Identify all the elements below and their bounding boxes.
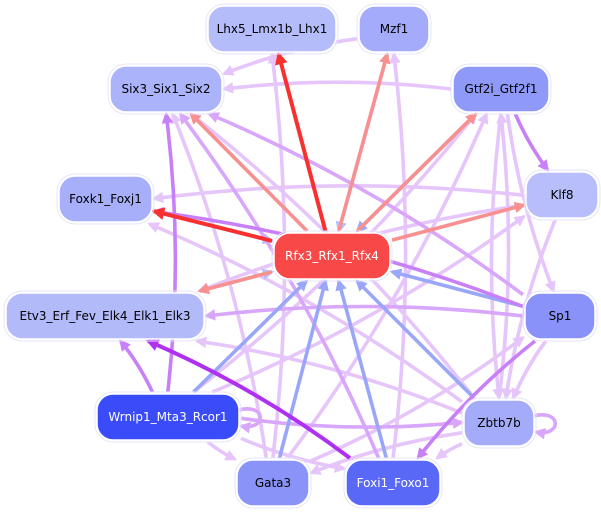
- edge-zbtb7b-to-zbtb7b: [533, 413, 558, 440]
- node-halo: [3, 290, 207, 342]
- node-halo: [523, 169, 601, 221]
- edge-sp1-to-zbtb7b: [511, 339, 548, 401]
- node-box[interactable]: [524, 292, 596, 340]
- edge-gtf2i_gtf2f1-to-six3_six1_six2: [221, 80, 452, 94]
- edge-rfx3_rfx1_rfx4-to-mzf1: [337, 51, 391, 232]
- node-box[interactable]: [463, 399, 535, 447]
- edge-foxi1_foxo1-to-mzf1: [389, 51, 408, 459]
- node-wrnip1-mta3-rcor1[interactable]: Wrnip1_Mta3_Rcor1: [94, 391, 242, 443]
- edge-gtf2i_gtf2f1-to-zbtb7b: [489, 113, 504, 401]
- node-label: Mzf1: [380, 22, 409, 36]
- node-label: Six3_Six1_Six2: [121, 82, 210, 96]
- edge-sp1-to-etv3_erf_fev_elk4_elk1_elk3: [203, 304, 524, 321]
- edge-wrnip1_mta3_rcor1-to-wrnip1_mta3_rcor1: [238, 407, 263, 434]
- edge-gata3-to-rfx3_rfx1_rfx4: [277, 278, 329, 459]
- node-label: Gtf2i_Gtf2f1: [465, 82, 538, 96]
- edge-gtf2i_gtf2f1-to-klf8: [513, 113, 550, 172]
- edge-rfx3_rfx1_rfx4-to-etv3_erf_fev_elk4_elk1_elk3: [197, 270, 273, 295]
- node-box[interactable]: [358, 5, 430, 53]
- node-box[interactable]: [207, 5, 337, 53]
- node-zbtb7b[interactable]: Zbtb7b: [461, 397, 537, 449]
- node-etv3-erf-fev-elk4-elk1-elk3[interactable]: Etv3_Erf_Fev_Elk4_Elk1_Elk3: [3, 290, 207, 342]
- node-label: Zbtb7b: [477, 416, 520, 430]
- edge-wrnip1_mta3_rcor1-to-zbtb7b: [240, 416, 465, 429]
- node-box[interactable]: [525, 171, 599, 219]
- node-label: Foxk1_Foxj1: [69, 192, 142, 206]
- edge-rfx3_rfx1_rfx4-to-six3_six1_six2: [189, 112, 309, 233]
- edge-wrnip1_mta3_rcor1-to-six3_six1_six2: [161, 111, 178, 393]
- node-label: Wrnip1_Mta3_Rcor1: [108, 410, 227, 424]
- edge-zbtb7b-to-foxi1_foxo1: [435, 442, 463, 460]
- edge-wrnip1_mta3_rcor1-to-etv3_erf_fev_elk4_elk1_elk3: [119, 339, 155, 393]
- node-box[interactable]: [345, 459, 441, 507]
- node-gtf2i-gtf2f1[interactable]: Gtf2i_Gtf2f1: [450, 63, 552, 115]
- edge-rfx3_rfx1_rfx4-to-foxk1_foxj1: [151, 207, 273, 243]
- node-label: Sp1: [549, 309, 572, 323]
- edge-foxi1_foxo1-to-etv3_erf_fev_elk4_elk1_elk3: [145, 339, 352, 460]
- edge-sp1-to-foxi1_foxo1: [416, 339, 537, 460]
- edge-sp1-to-rfx3_rfx1_rfx4: [389, 268, 524, 309]
- edge-klf8-to-foxk1_foxj1: [151, 184, 525, 204]
- node-lhx5-lmx1b-lhx1[interactable]: Lhx5_Lmx1b_Lhx1: [205, 3, 339, 55]
- edge-foxi1_foxo1-to-six3_six1_six2: [178, 112, 381, 459]
- node-label: Gata3: [255, 476, 291, 490]
- node-rfx3-rfx1-rfx4[interactable]: Rfx3_Rfx1_Rfx4: [271, 230, 393, 282]
- node-six3-six1-six2[interactable]: Six3_Six1_Six2: [107, 63, 225, 115]
- node-halo: [107, 63, 225, 115]
- node-foxk1-foxj1[interactable]: Foxk1_Foxj1: [56, 173, 155, 225]
- node-halo: [234, 457, 312, 509]
- node-foxi1-foxo1[interactable]: Foxi1_Foxo1: [343, 457, 443, 509]
- node-mzf1[interactable]: Mzf1: [356, 3, 432, 55]
- node-halo: [343, 457, 443, 509]
- edge-rfx3_rfx1_rfx4-to-lhx5_lmx1b_lhx1: [275, 51, 328, 232]
- node-box[interactable]: [109, 65, 223, 113]
- node-klf8[interactable]: Klf8: [523, 169, 601, 221]
- edge-wrnip1_mta3_rcor1-to-foxi1_foxo1: [240, 436, 347, 473]
- node-label: Rfx3_Rfx1_Rfx4: [285, 249, 379, 263]
- edge-wrnip1_mta3_rcor1-to-gata3: [206, 440, 238, 461]
- edge-wrnip1_mta3_rcor1-to-klf8: [211, 214, 526, 394]
- node-box[interactable]: [5, 292, 205, 340]
- edge-foxi1_foxo1-to-rfx3_rfx1_rfx4: [335, 278, 389, 459]
- node-box[interactable]: [273, 232, 391, 280]
- node-halo: [450, 63, 552, 115]
- node-halo: [94, 391, 242, 443]
- edge-zbtb7b-to-rfx3_rfx1_rfx4: [355, 279, 476, 400]
- node-box[interactable]: [452, 65, 550, 113]
- node-label: Lhx5_Lmx1b_Lhx1: [217, 22, 328, 36]
- node-label: Etv3_Erf_Fev_Elk4_Elk1_Elk3: [20, 309, 191, 323]
- node-halo: [522, 290, 598, 342]
- node-box[interactable]: [58, 175, 153, 223]
- edge-zbtb7b-to-foxk1_foxj1: [147, 222, 464, 404]
- edge-rfx3_rfx1_rfx4-to-gtf2i_gtf2f1: [356, 112, 478, 233]
- node-label: Foxi1_Foxo1: [357, 476, 430, 490]
- node-halo: [461, 397, 537, 449]
- node-halo: [356, 3, 432, 55]
- node-gata3[interactable]: Gata3: [234, 457, 312, 509]
- edge-zbtb7b-to-gtf2i_gtf2f1: [496, 111, 511, 399]
- edge-wrnip1_mta3_rcor1-to-rfx3_rfx1_rfx4: [192, 279, 309, 394]
- node-box[interactable]: [236, 459, 310, 507]
- node-halo: [205, 3, 339, 55]
- node-halo: [271, 230, 393, 282]
- node-label: Klf8: [550, 188, 573, 202]
- edge-sp1-to-six3_six1_six2: [207, 112, 525, 297]
- edge-gata3-to-gtf2i_gtf2f1: [286, 111, 489, 460]
- node-halo: [56, 173, 155, 225]
- edge-rfx3_rfx1_rfx4-to-klf8: [391, 201, 527, 242]
- node-box[interactable]: [96, 393, 240, 441]
- node-sp1[interactable]: Sp1: [522, 290, 598, 342]
